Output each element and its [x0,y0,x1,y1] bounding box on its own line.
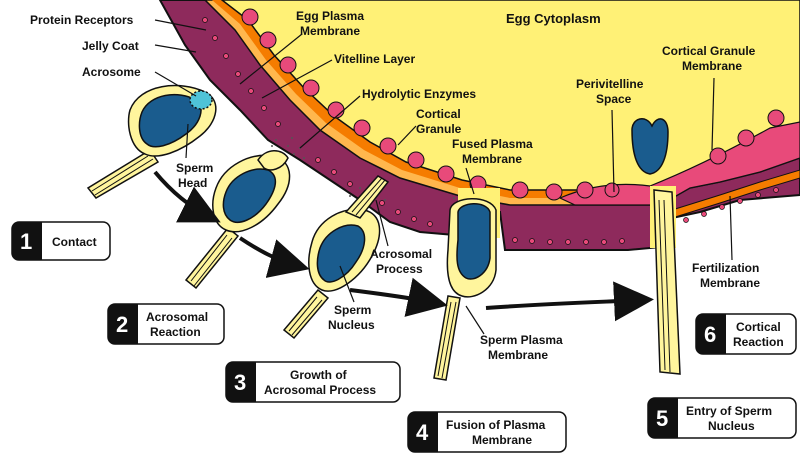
sperm-3-tail-lines [288,296,323,336]
label-sperm-nucleus-1: Sperm [334,303,371,317]
sperm-fusion [433,198,497,381]
label-protein-receptors: Protein Receptors [30,13,134,27]
step-3-badge [226,362,256,402]
sperm-4-nucleus [456,203,491,280]
sperm-3-process-lines [351,177,386,216]
label-acrosome: Acrosome [82,65,141,79]
protein-receptors [202,17,779,245]
step-1-badge [12,222,42,260]
sperm-2-tail [184,226,240,290]
step-2-text-2: Reaction [150,325,201,339]
step-2: 2 Acrosomal Reaction [107,303,225,345]
step-6-number: 6 [704,322,716,347]
labels: Protein Receptors Jelly Coat Acrosome Eg… [30,9,760,362]
sperm-5-tail-lines [658,199,671,373]
sperm-3-nucleus [316,224,366,283]
sperm-3-tail [282,288,330,340]
step-2-badge [108,304,138,344]
sperm-4-tail [433,295,461,381]
step-4-badge [408,412,438,452]
label-sperm-head-2: Head [178,176,207,190]
step-1: 1 Contact [11,221,111,261]
step-4-text-1: Fusion of Plasma [446,418,546,432]
step-3-text-1: Growth of [290,368,348,382]
step-6: 6 Cortical Reaction [695,313,797,355]
progress-arrows [153,170,654,322]
label-sperm-nucleus-2: Nucleus [328,318,375,332]
sperm-acrosomal-reaction [184,150,291,290]
arrow-1 [153,170,221,223]
sperm-1-tail-lines [91,155,154,196]
label-fused-plasma-membrane-2: Membrane [462,152,522,166]
sperm-2-nucleus [222,168,277,224]
label-acrosomal-process-1: Acrosomal [370,247,432,261]
step-4-text-2: Membrane [472,433,532,447]
sperm-entry [631,118,681,375]
label-vitelline-layer: Vitelline Layer [334,52,415,66]
step-6-text-2: Reaction [733,335,784,349]
step-5: 5 Entry of Sperm Nucleus [647,397,797,439]
fertilization-membrane-band [671,169,800,219]
label-fertilization-membrane-1: Fertilization [692,261,759,275]
sperm-2-tail-lines [190,234,233,287]
label-hydrolytic-enzymes: Hydrolytic Enzymes [362,87,476,101]
step-2-text-1: Acrosomal [146,310,208,324]
label-cortical-granule-membrane-2: Membrane [682,59,742,73]
arrow-2 [238,236,310,278]
step-1-number: 1 [20,229,32,254]
sperm-1-tail [86,148,160,199]
arrow-4 [485,281,654,322]
label-egg-plasma-membrane-2: Membrane [300,24,360,38]
sperm-5-nucleus [631,118,669,175]
label-sperm-plasma-membrane-1: Sperm Plasma [480,333,563,347]
label-cortical-granule-2: Granule [416,122,462,136]
label-acrosomal-process-2: Process [376,262,423,276]
sperm-1-acrosome [189,90,213,110]
sperm-contact [86,84,217,199]
sperm-1-nucleus [138,93,202,148]
label-egg-cytoplasm: Egg Cytoplasm [506,11,601,26]
step-3: 3 Growth of Acrosomal Process [225,361,401,403]
step-6-badge [696,314,726,354]
label-egg-plasma-membrane-1: Egg Plasma [296,9,364,23]
step-3-text-2: Acrosomal Process [264,383,376,397]
step-3-number: 3 [234,370,246,395]
step-4-number: 4 [416,420,429,445]
step-4: 4 Fusion of Plasma Membrane [407,411,567,453]
step-5-number: 5 [656,406,668,431]
sperm-growth-process [282,175,390,340]
label-fused-plasma-membrane-1: Fused Plasma [452,137,533,151]
leader-lines [154,19,733,335]
step-5-text-2: Nucleus [708,419,755,433]
step-5-text-1: Entry of Sperm [686,404,772,418]
step-2-number: 2 [116,312,128,337]
label-sperm-plasma-membrane-2: Membrane [488,348,548,362]
sperm-4-tail-lines [437,301,457,379]
label-cortical-granule-membrane-1: Cortical Granule [662,44,756,58]
step-5-badge [648,398,678,438]
step-1-text: Contact [52,235,97,249]
label-perivitelline-2: Space [596,92,632,106]
label-cortical-granule-1: Cortical [416,107,461,121]
label-jelly-coat: Jelly Coat [82,39,139,53]
step-6-text-1: Cortical [736,320,781,334]
label-perivitelline-1: Perivitelline [576,77,644,91]
arrow-3 [349,277,448,317]
sperm-2-cap [257,150,289,171]
label-fertilization-membrane-2: Membrane [700,276,760,290]
label-sperm-head-1: Sperm [176,161,213,175]
